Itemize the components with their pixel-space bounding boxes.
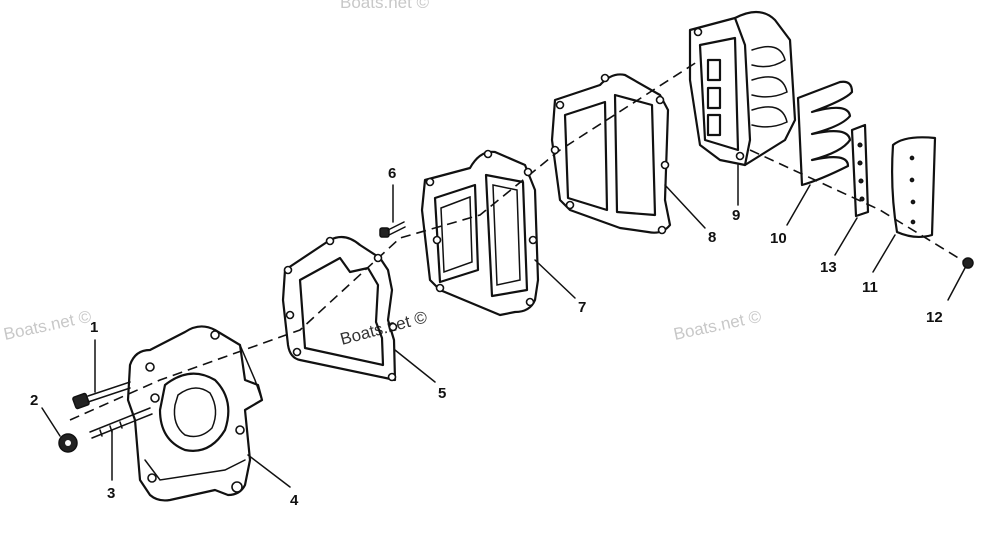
part-13-stop-plate <box>850 123 870 218</box>
callout-4: 4 <box>290 492 299 509</box>
part-5-gasket <box>281 235 398 382</box>
part-9-reed-block <box>688 10 797 167</box>
callout-1: 1 <box>90 319 98 336</box>
part-1-bolt <box>72 381 131 410</box>
watermark-right: Boats.net © <box>672 307 764 344</box>
watermark-left: Boats.net © <box>2 307 94 344</box>
callout-8: 8 <box>708 229 716 246</box>
callout-9: 9 <box>732 207 740 224</box>
leader-lines <box>41 164 966 488</box>
callout-5: 5 <box>438 385 446 402</box>
callout-11: 11 <box>862 279 878 296</box>
assembly-centerline-right <box>749 149 966 263</box>
callout-12: 12 <box>926 309 943 326</box>
callout-2: 2 <box>30 392 38 409</box>
assembly-centerline <box>69 59 701 421</box>
callout-3: 3 <box>107 485 115 502</box>
part-4-adaptor-plate <box>126 325 264 502</box>
part-7-reed-plate <box>420 149 540 317</box>
part-6-screw <box>379 221 406 238</box>
part-12-screw <box>962 257 974 269</box>
part-2-nut <box>58 433 78 453</box>
callout-7: 7 <box>578 299 586 316</box>
part-8-gasket <box>550 73 672 235</box>
part-3-stud <box>89 407 153 439</box>
callout-10: 10 <box>770 230 787 247</box>
callout-6: 6 <box>388 165 396 182</box>
watermark-center: Boats.net © <box>338 307 429 349</box>
callout-13: 13 <box>820 259 837 276</box>
watermark-top: Boats.net © <box>340 0 430 12</box>
part-10-reed-petal <box>796 80 854 187</box>
part-11-reed-stop <box>891 136 937 239</box>
